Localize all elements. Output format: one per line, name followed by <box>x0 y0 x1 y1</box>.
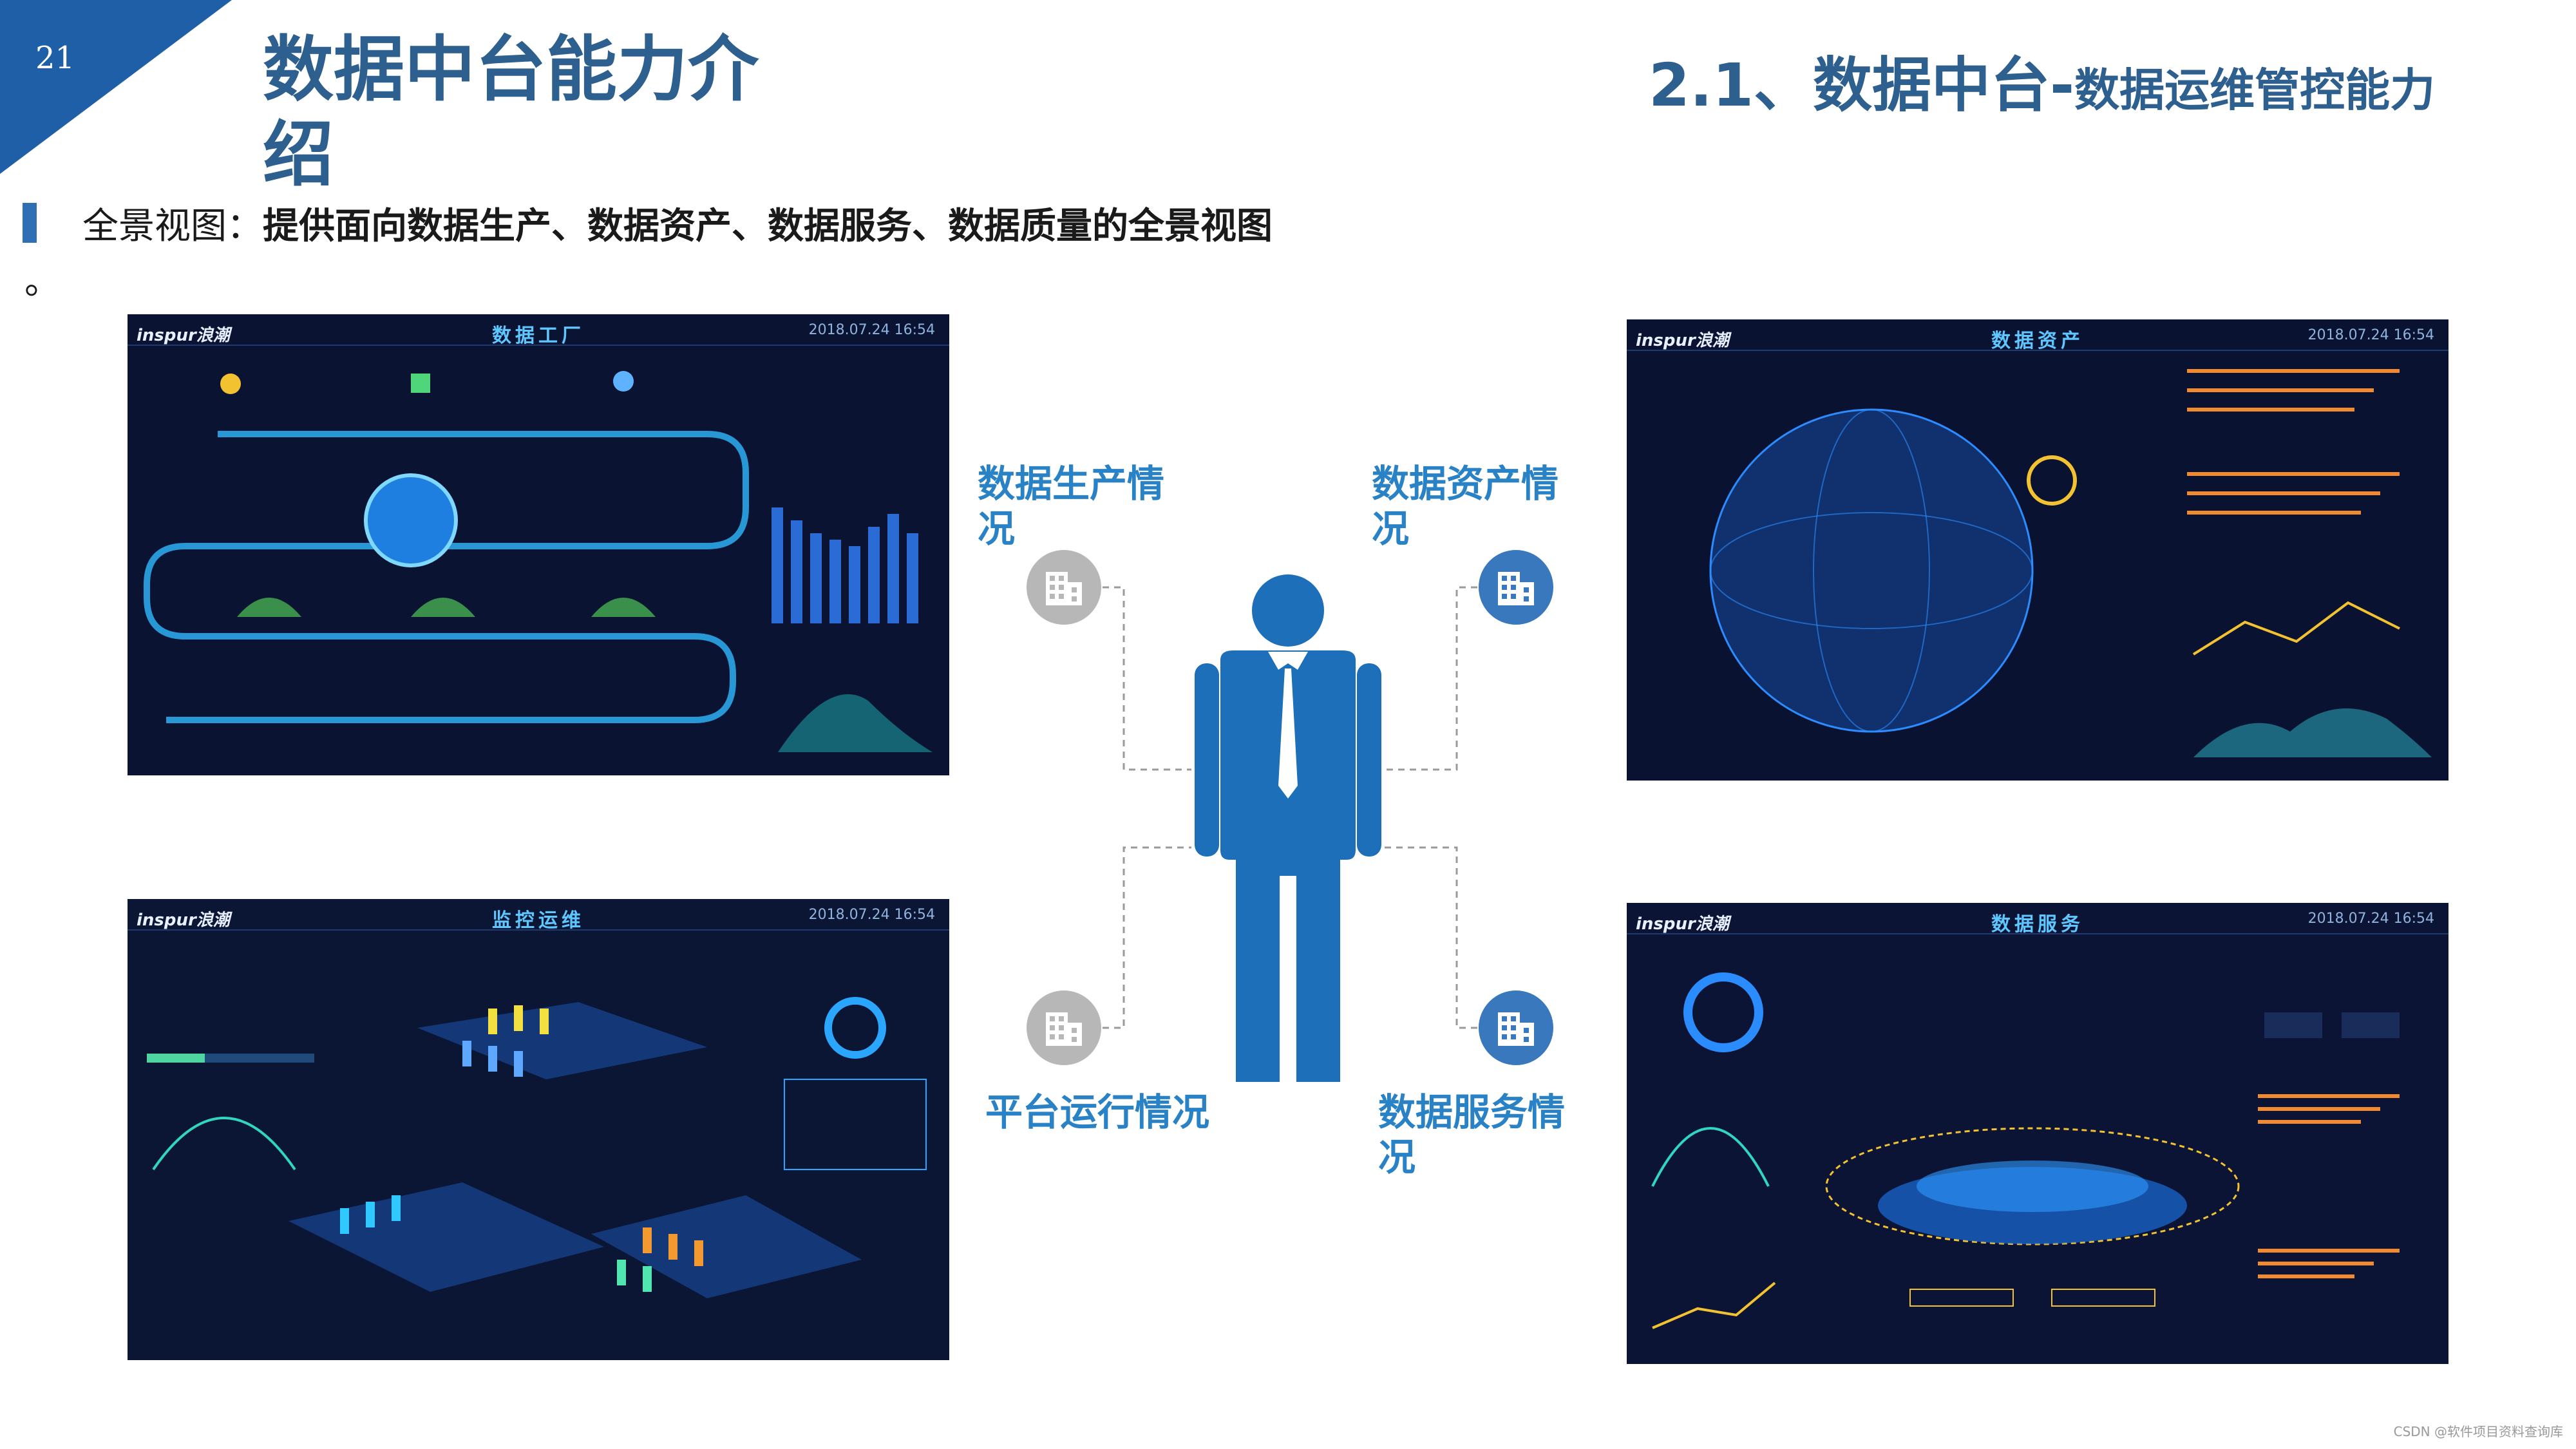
label-platform-operations: 平台运行情况 <box>985 1090 1210 1134</box>
building-icon <box>1477 549 1555 626</box>
label-data-services: 数据服务情况 <box>1378 1090 1566 1179</box>
screen-time: 2018.07.24 16:54 <box>808 322 935 338</box>
building-icon <box>1025 549 1103 626</box>
section-title-main: 2.1、数据中台- <box>1649 51 2075 120</box>
screen-time: 2018.07.24 16:54 <box>2307 911 2434 927</box>
corner-triangle <box>0 0 232 174</box>
screen-title: 数据工厂 <box>492 325 585 347</box>
overview-text: 全景视图：提供面向数据生产、数据资产、数据服务、数据质量的全景视图 <box>82 197 1273 249</box>
screen-brand: inspur浪潮 <box>1636 914 1729 934</box>
page-number: 21 <box>35 40 75 76</box>
person-figure <box>1195 573 1381 1082</box>
screenshot-data-assets: inspur浪潮 数据资产 2018.07.24 16:54 <box>1627 319 2448 781</box>
screen-time: 2018.07.24 16:54 <box>2307 327 2434 343</box>
section-title: 2.1、数据中台-数据运维管控能力 <box>1649 37 2435 123</box>
label-data-production: 数据生产情况 <box>978 462 1165 551</box>
building-icon <box>1025 989 1103 1066</box>
screen-time: 2018.07.24 16:54 <box>808 907 935 923</box>
building-icon <box>1477 989 1555 1066</box>
overview-body: 提供面向数据生产、数据资产、数据服务、数据质量的全景视图 <box>263 205 1273 247</box>
screenshot-data-services: inspur浪潮 数据服务 2018.07.24 16:54 <box>1627 903 2448 1364</box>
screenshot-monitoring-ops: inspur浪潮 监控运维 2018.07.24 16:54 <box>128 899 949 1360</box>
screen-brand: inspur浪潮 <box>1636 331 1729 350</box>
label-data-assets: 数据资产情况 <box>1372 462 1559 551</box>
screen-title: 数据资产 <box>1991 330 2084 352</box>
screen-brand: inspur浪潮 <box>137 326 230 345</box>
screen-title: 数据服务 <box>1991 913 2084 936</box>
watermark: CSDN @软件项目资料查询库 <box>2393 1424 2563 1439</box>
overview-label: 全景视图： <box>82 205 263 247</box>
section-title-rest: 数据运维管控能力 <box>2074 64 2436 117</box>
screen-brand: inspur浪潮 <box>137 911 230 930</box>
page-title: 数据中台能力介绍 <box>263 28 759 196</box>
screen-title: 监控运维 <box>492 909 585 932</box>
screenshot-data-factory: inspur浪潮 数据工厂 2018.07.24 16:54 <box>128 314 949 775</box>
overview-period: 。 <box>24 261 61 303</box>
bullet-bar <box>23 203 37 243</box>
